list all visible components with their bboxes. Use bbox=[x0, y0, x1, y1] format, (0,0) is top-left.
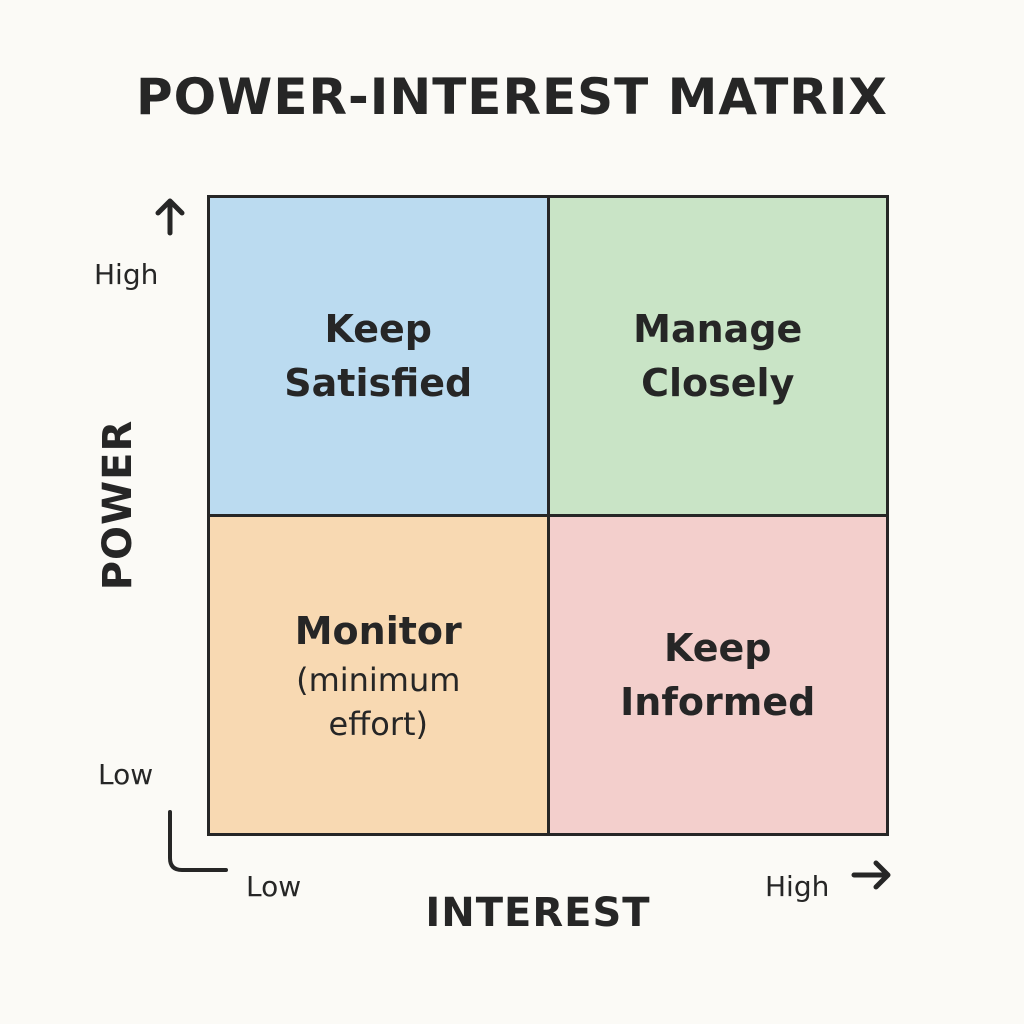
x-axis-high-label: High bbox=[765, 870, 830, 903]
quadrant-label-line2: Informed bbox=[620, 680, 816, 724]
quadrant-label-line2: Satisfied bbox=[284, 361, 473, 405]
quadrant-label-line1: Keep bbox=[324, 307, 433, 351]
y-axis-low-label: Low bbox=[98, 758, 154, 791]
quadrant-label-line1: Manage bbox=[633, 307, 803, 351]
quadrant-label-line1: Keep bbox=[663, 626, 772, 670]
arrow-right-icon bbox=[851, 860, 891, 890]
arrow-up-icon bbox=[155, 198, 185, 236]
quadrant-keep-informed: Keep Informed bbox=[549, 517, 886, 833]
quadrant-monitor: Monitor (minimum effort) bbox=[210, 517, 547, 833]
quadrant-label-line2: Closely bbox=[641, 361, 795, 405]
diagram-title: POWER-INTEREST MATRIX bbox=[136, 68, 888, 126]
y-axis-title: POWER bbox=[95, 419, 141, 591]
quadrant-manage-closely: Manage Closely bbox=[549, 198, 886, 514]
axis-corner-icon bbox=[168, 810, 228, 872]
y-axis-high-label: High bbox=[94, 258, 159, 291]
quadrant-label: Monitor bbox=[294, 609, 462, 653]
x-axis-low-label: Low bbox=[246, 870, 302, 903]
quadrant-sub-line1: (minimum bbox=[296, 661, 461, 699]
matrix-grid: Keep Satisfied Manage Closely Monitor (m… bbox=[207, 195, 889, 836]
quadrant-sub-line2: effort) bbox=[328, 705, 429, 743]
x-axis-title: INTEREST bbox=[425, 890, 651, 936]
quadrant-keep-satisfied: Keep Satisfied bbox=[210, 198, 547, 514]
